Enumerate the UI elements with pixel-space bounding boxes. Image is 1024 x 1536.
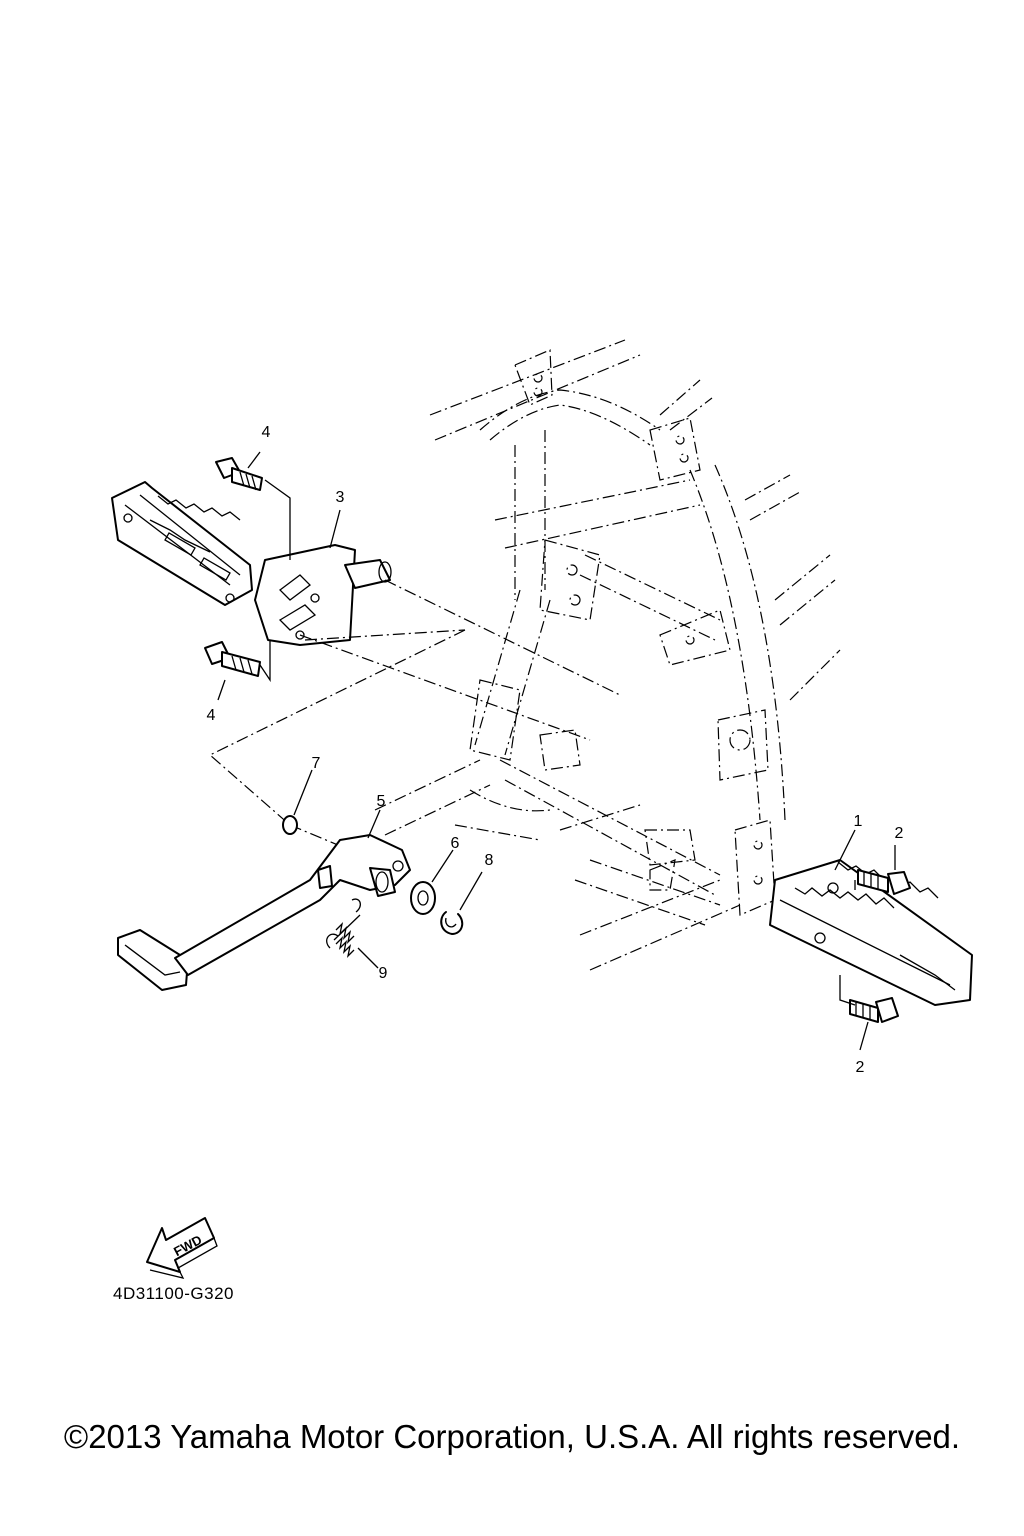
leader-4-lower: [259, 640, 271, 683]
bolt-4-upper: [215, 457, 263, 491]
bolt-4-lower: [204, 641, 261, 677]
o-ring: [282, 815, 298, 835]
left-footpeg: [111, 481, 253, 606]
diagram-code: 4D31100-G320: [113, 1284, 234, 1303]
callout-8: 8: [485, 852, 494, 869]
leader-4a: [247, 451, 261, 469]
assembly-line-c: [208, 629, 466, 826]
circlip: [440, 911, 464, 935]
callout-labels: 4 3 4 7 5 6 8 9 1 2 2: [207, 424, 904, 1076]
callout-6: 6: [451, 835, 460, 852]
callout-1: 1: [854, 813, 863, 830]
leader-8: [459, 871, 483, 911]
assembly-line-b: [384, 579, 621, 696]
bolt-2-lower: [849, 997, 899, 1023]
callout-4-lower: 4: [207, 707, 216, 724]
callout-4-upper: 4: [262, 424, 271, 441]
assembly-line-bracket: [304, 629, 466, 641]
washer: [410, 881, 436, 915]
fwd-arrow-icon: FWD: [146, 1217, 218, 1279]
assembly-line-a: [299, 634, 591, 741]
leader-5: [367, 809, 381, 839]
spring: [326, 898, 362, 958]
frame-outline: [374, 339, 841, 971]
callout-3: 3: [336, 489, 345, 506]
copyright-notice: ©2013 Yamaha Motor Corporation, U.S.A. A…: [63, 1418, 961, 1455]
bolt-2-upper: [857, 869, 911, 895]
callout-5: 5: [377, 793, 386, 810]
leader-4-upper: [264, 479, 291, 560]
callout-2-lower: 2: [856, 1059, 865, 1076]
brake-pedal: [117, 834, 411, 991]
leader-6: [431, 849, 454, 883]
leader-2b: [859, 1021, 869, 1051]
leader-7: [293, 769, 313, 816]
leader-4b: [217, 679, 226, 701]
bolt-2-guide: [839, 975, 856, 1006]
callout-7: 7: [312, 755, 321, 772]
callout-9: 9: [379, 965, 388, 982]
callout-2-upper: 2: [895, 825, 904, 842]
leader-3: [329, 509, 341, 549]
leader-1: [834, 829, 856, 871]
leader-9: [357, 947, 379, 969]
footpeg-bracket: [254, 544, 392, 646]
